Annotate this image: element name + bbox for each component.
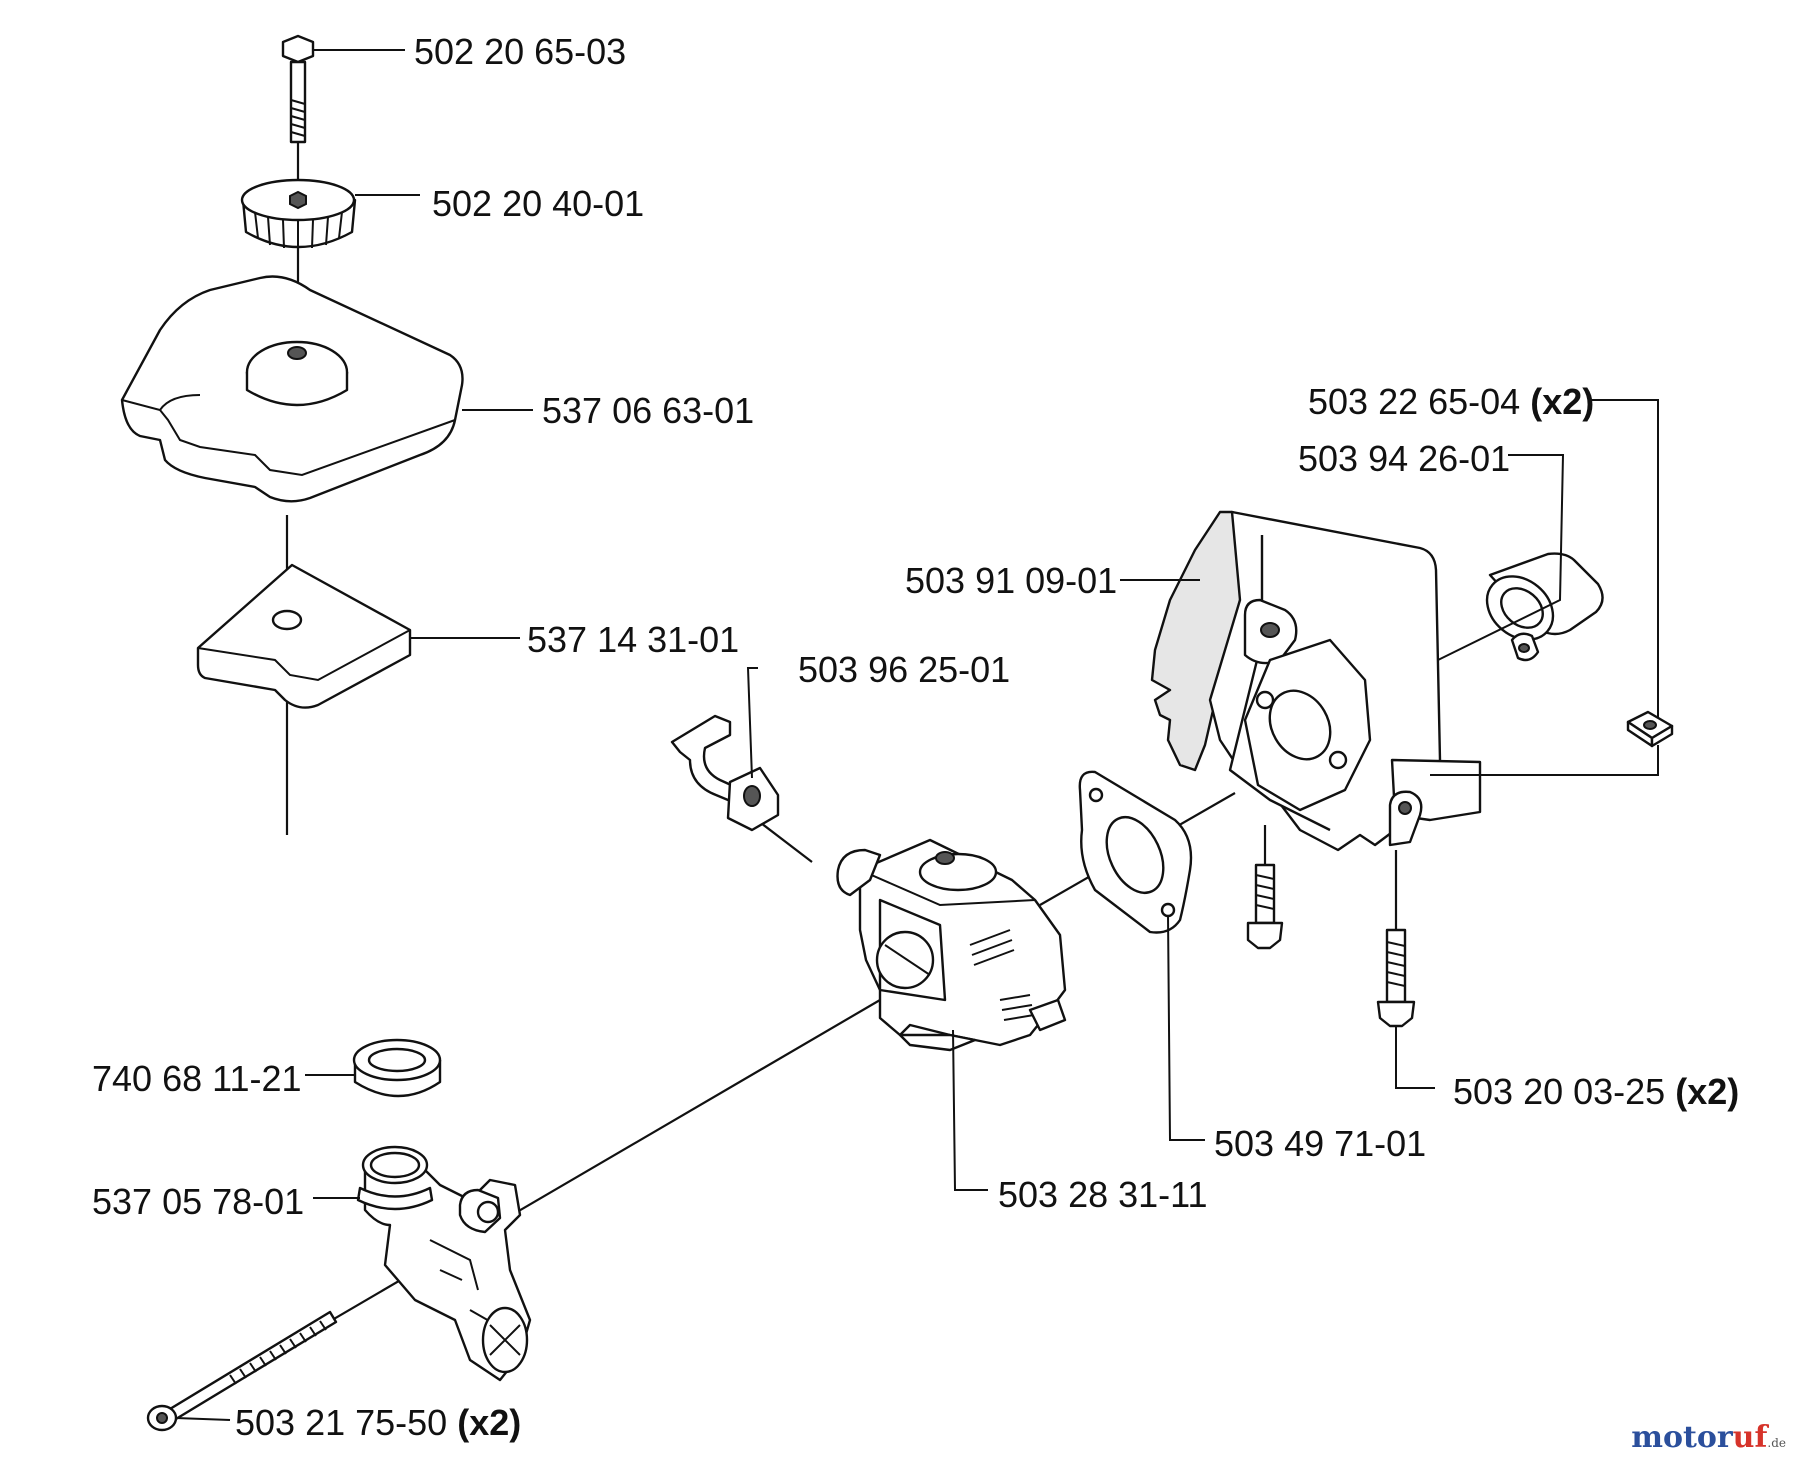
part-number: 537 05 78-01: [92, 1181, 305, 1222]
part-number: 740 68 11-21: [92, 1058, 302, 1099]
seal-ring-drawing: [352, 1038, 442, 1098]
axis-line: [756, 819, 813, 863]
part-number: 503 96 25-01: [798, 649, 1011, 690]
square-nut-drawing: [1626, 710, 1674, 748]
screw-drawing: [1246, 825, 1416, 1028]
part-label: 537 14 31-01: [527, 622, 739, 658]
carb-holder-drawing: [1150, 510, 1482, 852]
part-label: 503 49 71-01: [1214, 1126, 1426, 1162]
part-number: 502 20 65-03: [414, 31, 627, 72]
bolt-drawing: [281, 34, 315, 148]
part-label: 503 22 65-04 (x2): [1308, 384, 1594, 420]
part-label: 502 20 40-01: [432, 186, 644, 222]
part-number: 503 20 03-25: [1453, 1071, 1666, 1112]
part-label: 503 21 75-50 (x2): [235, 1405, 521, 1441]
part-number: 503 28 31-11: [998, 1174, 1208, 1215]
part-label: 503 28 31-11: [998, 1177, 1208, 1213]
part-label: 537 06 63-01: [542, 393, 754, 429]
part-number: 503 22 65-04: [1308, 381, 1521, 422]
watermark-logo: motoruf.de: [1631, 1423, 1786, 1453]
quantity-badge: (x2): [1675, 1071, 1740, 1112]
part-label: 502 20 65-03: [414, 34, 626, 70]
watermark-text: motor: [1631, 1420, 1733, 1455]
long-bolt-drawing: [146, 1310, 338, 1432]
leader-lines: [175, 49, 1659, 1421]
part-number: 503 91 09-01: [905, 560, 1118, 601]
bushing-drawing: [1485, 552, 1604, 662]
part-number: 503 49 71-01: [1214, 1123, 1427, 1164]
knurled-nut-drawing: [240, 178, 357, 249]
part-number: 503 94 26-01: [1298, 438, 1511, 479]
gasket-drawing: [1078, 770, 1193, 934]
quantity-badge: (x2): [457, 1402, 522, 1443]
part-label: 503 20 03-25 (x2): [1453, 1074, 1739, 1110]
part-label: 503 96 25-01: [798, 652, 1010, 688]
quantity-badge: (x2): [1530, 381, 1595, 422]
filter-element-drawing: [196, 563, 412, 709]
part-label: 503 91 09-01: [905, 563, 1117, 599]
intake-elbow-drawing: [356, 1145, 532, 1382]
choke-bushing-drawing: [670, 714, 780, 832]
part-label: 503 94 26-01: [1298, 441, 1510, 477]
part-label: 740 68 11-21: [92, 1061, 302, 1097]
watermark-text: .de: [1767, 1436, 1786, 1450]
part-label: 537 05 78-01: [92, 1184, 304, 1220]
part-number: 537 14 31-01: [527, 619, 740, 660]
watermark-text: uf: [1732, 1420, 1768, 1455]
part-number: 502 20 40-01: [432, 183, 645, 224]
carburetor-drawing: [836, 838, 1067, 1052]
part-number: 537 06 63-01: [542, 390, 755, 431]
filter-cover-drawing: [120, 275, 464, 503]
part-number: 503 21 75-50: [235, 1402, 448, 1443]
